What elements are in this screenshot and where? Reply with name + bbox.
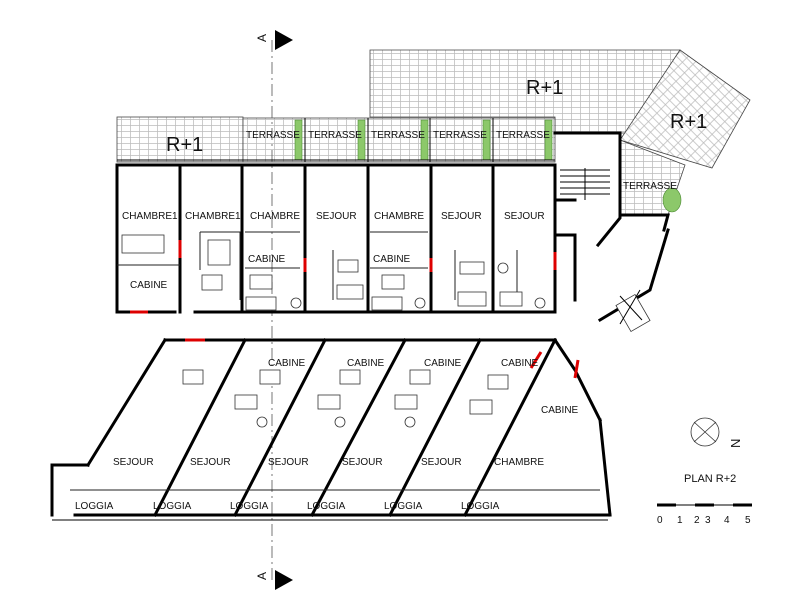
section-label-top: A [255,34,269,42]
room-label: SEJOUR [441,211,482,222]
room-label: SEJOUR [113,457,154,468]
cabin-label: CABINE [268,358,306,369]
room-label: SEJOUR [421,457,462,468]
scale-tick: 1 [677,515,683,526]
roof-label-right: R+1 [670,111,707,133]
north-label: N [728,439,743,448]
scale-tick: 4 [724,515,730,526]
room-label: SEJOUR [316,211,357,222]
terrace-label: TERRASSE [433,130,487,141]
section-arrow-top [275,30,293,50]
terrace-label: TERRASSE [371,130,425,141]
room-label: SEJOUR [268,457,309,468]
terrace-label: TERRASSE [623,181,677,192]
section-arrow-bottom [275,570,293,590]
room-label: CHAMBRE1 [185,211,241,222]
loggia-label: LOGGIA [75,501,114,512]
loggia-label: LOGGIA [461,501,500,512]
cabin-label: CABINE [373,254,411,265]
roof-label-left: R+1 [166,134,203,156]
cabin-label: CABINE [347,358,385,369]
cabin-label: CABINE [130,280,168,291]
north-arrow-icon [690,417,720,447]
scale-tick: 3 [705,515,711,526]
roof-right [619,49,751,169]
legend: N PLAN R+2 0 1 2 3 4 5 [657,417,752,526]
loggia-label: LOGGIA [153,501,192,512]
room-label: SEJOUR [190,457,231,468]
room-label: SEJOUR [342,457,383,468]
room-label: SEJOUR [504,211,545,222]
terraces [242,117,686,216]
loggia-label: LOGGIA [307,501,346,512]
room-label: CHAMBRE [374,211,424,222]
room-label: CHAMBRE [494,457,544,468]
scale-tick: 5 [745,515,751,526]
stair-core [553,131,670,333]
roof-areas [116,49,751,169]
room-label: CHAMBRE1 [122,211,178,222]
cabin-label: CABINE [248,254,286,265]
roof-left [116,116,244,163]
cabin-label: CABINE [541,405,579,416]
lower-row-walls [50,337,612,521]
labels: R+1 R+1 R+1 TERRASSE TERRASSE TERRASSE T… [75,34,707,580]
loggia-label: LOGGIA [384,501,423,512]
terrace-label: TERRASSE [308,130,362,141]
scale-tick: 2 [694,515,700,526]
scale-tick: 0 [657,515,663,526]
top-row-walls [115,159,557,314]
cabin-label: CABINE [501,358,539,369]
cabin-label: CABINE [424,358,462,369]
loggia-label: LOGGIA [230,501,269,512]
roof-label-top: R+1 [526,77,563,99]
terrace-label: TERRASSE [246,130,300,141]
section-label-bottom: A [255,572,269,580]
terrace-label: TERRASSE [496,130,550,141]
plan-title: PLAN R+2 [684,473,736,485]
room-label: CHAMBRE [250,211,300,222]
scale-bar: 0 1 2 3 4 5 [657,503,752,526]
